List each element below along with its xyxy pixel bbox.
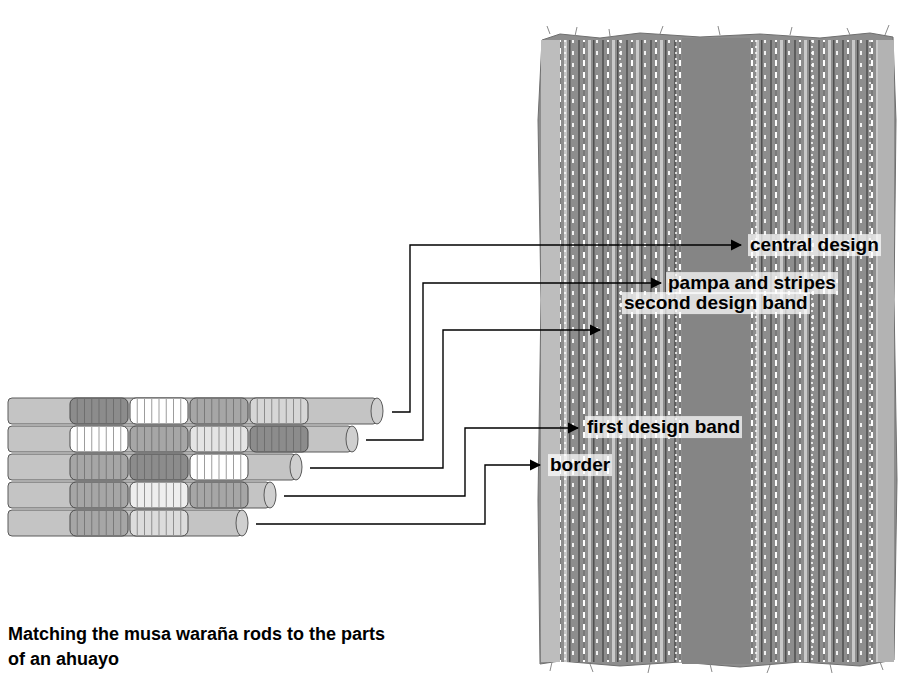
part-label: first design band	[585, 416, 742, 438]
rod	[8, 510, 248, 536]
rod	[8, 426, 358, 452]
leader-line	[284, 428, 578, 496]
leader-line	[392, 245, 741, 412]
musa-warana-rods	[8, 398, 383, 536]
rod	[8, 398, 383, 424]
part-label: border	[548, 454, 612, 476]
part-label: second design band	[622, 292, 810, 314]
rod	[8, 454, 302, 480]
part-label: pampa and stripes	[666, 272, 838, 294]
ahuayo-textile	[538, 25, 897, 673]
rod	[8, 482, 276, 508]
leader-line	[256, 465, 540, 524]
caption: Matching the musa waraña rods to the par…	[8, 622, 388, 672]
leader-line	[310, 330, 600, 468]
part-label: central design	[748, 234, 881, 256]
